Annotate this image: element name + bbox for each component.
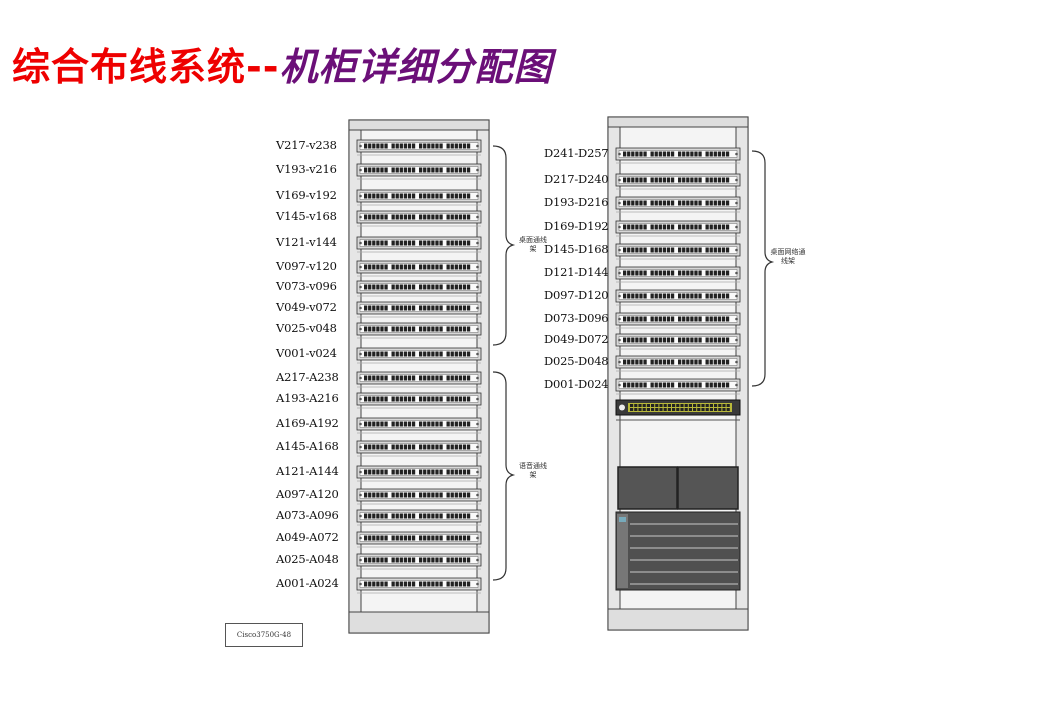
left-label: A025-A048: [276, 552, 339, 566]
patch-panel: [356, 322, 482, 339]
patch-panel: [356, 553, 482, 570]
patch-panel: [356, 488, 482, 505]
right-label: D169-D192: [544, 219, 609, 233]
right-label: D001-D024: [544, 377, 609, 391]
left-label: A049-A072: [276, 530, 339, 544]
caption-network-patch: 桌面网络通线架: [770, 248, 806, 265]
left-label: A121-A144: [276, 464, 339, 478]
left-label: V025-v048: [276, 321, 337, 335]
left-label: V193-v216: [276, 162, 337, 176]
patch-panel: [356, 139, 482, 156]
patch-panel: [356, 531, 482, 548]
right-label: D193-D216: [544, 195, 609, 209]
patch-panel: [356, 260, 482, 277]
patch-panel: [615, 333, 741, 350]
patch-panel: [615, 266, 741, 283]
right-label: D217-D240: [544, 172, 609, 186]
bracket-top: [492, 145, 516, 346]
patch-panel: [356, 236, 482, 253]
patch-panel: [356, 163, 482, 180]
patch-panel: [356, 440, 482, 457]
page-title: 综合布线系统--机柜详细分配图: [12, 36, 553, 91]
patch-panel: [356, 371, 482, 388]
right-label: D121-D144: [544, 265, 609, 279]
right-label: D073-D096: [544, 311, 609, 325]
patch-panel: [356, 465, 482, 482]
title-part2: 机柜详细分配图: [279, 45, 553, 89]
right-label: D049-D072: [544, 332, 609, 346]
left-label: A145-A168: [276, 439, 339, 453]
left-label: V121-v144: [276, 235, 337, 249]
patch-panel: [356, 509, 482, 526]
right-label: D097-D120: [544, 288, 609, 302]
left-label: A073-A096: [276, 508, 339, 522]
bracket-right: [751, 150, 775, 387]
right-label: D145-D168: [544, 242, 609, 256]
patch-panel: [356, 577, 482, 594]
left-label: A217-A238: [276, 370, 339, 384]
legend-box: Cisco3750G-48: [225, 623, 303, 647]
patch-panel: [615, 355, 741, 372]
patch-panel: [615, 220, 741, 237]
left-label: A001-A024: [276, 576, 339, 590]
patch-panel: [356, 417, 482, 434]
left-label: V169-v192: [276, 188, 337, 202]
caption-voice-patch: 语音通线架: [519, 462, 547, 479]
left-label: A097-A120: [276, 487, 339, 501]
right-label: D025-D048: [544, 354, 609, 368]
right-label: D241-D257: [544, 146, 609, 160]
left-label: V049-v072: [276, 300, 337, 314]
patch-panel: [356, 189, 482, 206]
patch-panel: [615, 243, 741, 260]
left-label: A193-A216: [276, 391, 339, 405]
switch-cisco: [615, 399, 741, 416]
bracket-bottom: [492, 371, 516, 581]
patch-panel: [615, 173, 741, 190]
chassis: [615, 511, 741, 591]
left-rack: [348, 119, 516, 634]
patch-panel: [615, 289, 741, 306]
patch-panel: [356, 301, 482, 318]
left-label: V217-v238: [276, 138, 337, 152]
patch-panel: [356, 210, 482, 227]
patch-panel: [615, 312, 741, 329]
patch-panel: [356, 347, 482, 364]
right-rack: [607, 116, 775, 631]
patch-panel: [615, 196, 741, 213]
left-label: V001-v024: [276, 346, 337, 360]
monitor-left: [617, 466, 678, 510]
patch-panel: [615, 147, 741, 164]
patch-panel: [356, 392, 482, 409]
patch-panel: [356, 280, 482, 297]
left-label: A169-A192: [276, 416, 339, 430]
monitor-right: [677, 466, 739, 510]
patch-panel: [615, 378, 741, 395]
title-part1: 综合布线系统--: [12, 45, 280, 89]
left-label: V073-v096: [276, 279, 337, 293]
left-label: V097-v120: [276, 259, 337, 273]
caption-desktop-patch: 桌面通线架: [519, 236, 547, 253]
left-label: V145-v168: [276, 209, 337, 223]
